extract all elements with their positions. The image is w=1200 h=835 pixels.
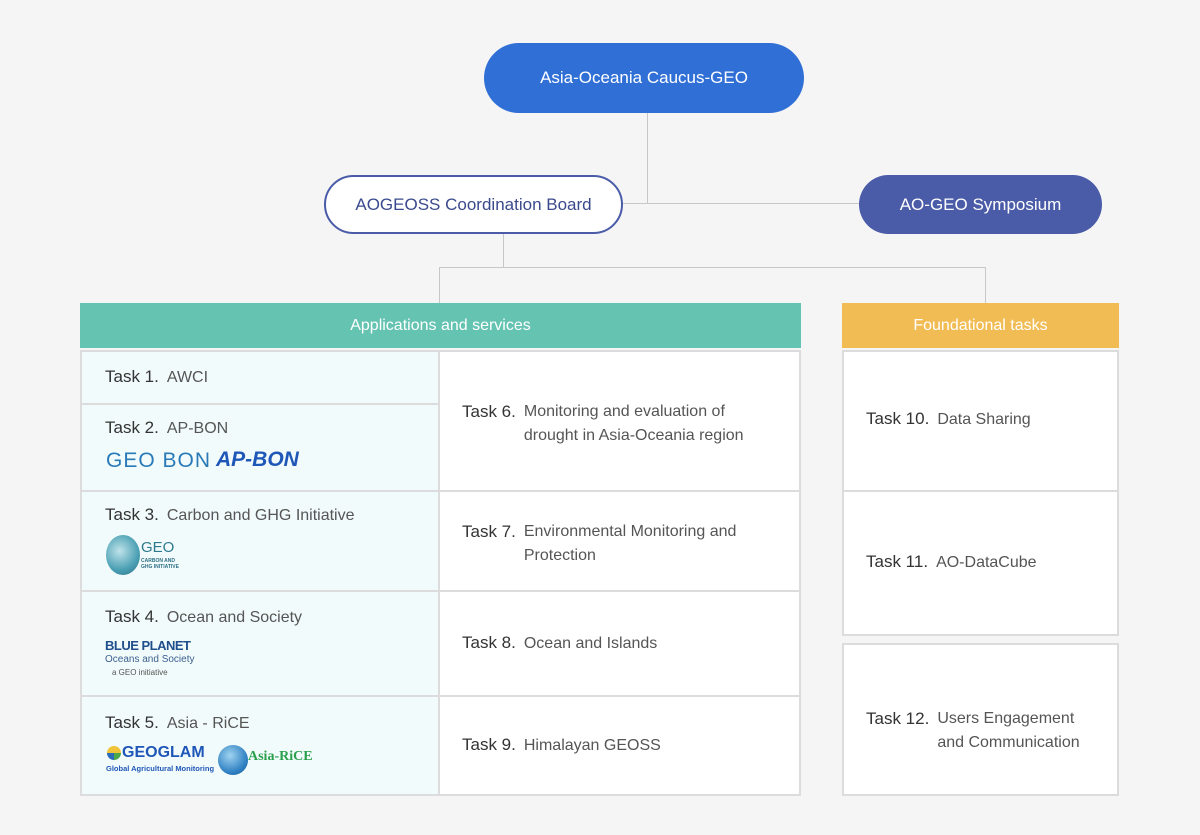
task-5-label: Task 5. Asia - RiCE — [105, 713, 250, 733]
applications-header: Applications and services — [80, 303, 801, 348]
blueplanet-sub: Oceans and Society — [105, 654, 195, 665]
geoglam-sub-text: Global Agricultural Monitoring — [106, 764, 215, 773]
task-4-label: Task 4. Ocean and Society — [105, 607, 302, 627]
task-9-cell — [438, 695, 801, 796]
asiarice-logo: Asia-RiCE — [248, 749, 313, 765]
task-7-number: Task 7. — [462, 522, 516, 541]
task-1-number: Task 1. — [105, 367, 159, 386]
task-10-label: Task 10. Data Sharing — [866, 409, 1031, 429]
geoglam-logo: GEOGLAM — [122, 744, 205, 762]
symposium-title: AO-GEO Symposium — [899, 194, 1062, 214]
task-8-name: Ocean and Islands — [523, 635, 658, 652]
connector-board-symposium — [622, 203, 860, 204]
apbon-logo: AP-BON — [216, 448, 299, 472]
connector-applications — [439, 267, 440, 303]
task-1-label: Task 1. AWCI — [105, 367, 208, 387]
task-8-label: Task 8. Ocean and Islands — [462, 633, 657, 653]
geoglam-logo-text: GEOGLAM — [122, 744, 205, 761]
task-9-number: Task 9. — [462, 735, 516, 754]
task-7-cell — [438, 490, 801, 592]
connector-foundational — [985, 267, 986, 303]
asiarice-globe-icon — [218, 745, 248, 775]
caucus-node: Asia-Oceania Caucus-GEO — [484, 43, 804, 113]
task-1-name: AWCI — [166, 369, 209, 386]
task-2-name: AP-BON — [166, 420, 229, 437]
blueplanet-sub-text: Oceans and Society — [105, 654, 195, 665]
task-9-name: Himalayan GEOSS — [523, 737, 661, 754]
connector-top-vertical — [647, 112, 648, 204]
coordination-board-node: AOGEOSS Coordination Board — [324, 175, 623, 234]
task-6-name: Monitoring and evaluation of drought in … — [523, 403, 744, 444]
task-3-number: Task 3. — [105, 505, 159, 524]
connector-branch-horizontal — [439, 267, 986, 268]
task-7-label: Task 7. Environmental Monitoring and Prot… — [462, 520, 782, 568]
task-6-label: Task 6. Monitoring and evaluation of drou… — [462, 400, 782, 448]
geo-carbon-globe-icon — [106, 535, 140, 575]
geoglam-swirl-icon — [107, 746, 121, 760]
task-12-cell — [842, 643, 1119, 796]
blueplanet-logo: BLUE PLANET — [105, 638, 191, 653]
task-2-cell — [80, 403, 440, 492]
blueplanet-logo-text: BLUE PLANET — [105, 638, 191, 653]
task-2-number: Task 2. — [105, 418, 159, 437]
task-4-name: Ocean and Society — [166, 609, 303, 626]
task-12-number: Task 12. — [866, 709, 930, 728]
geo-carbon-logo-text: GEO — [141, 539, 175, 556]
geoglam-sub: Global Agricultural Monitoring — [106, 764, 214, 773]
geo-carbon-sub-text: CARBON AND GHG INITIATIVE — [141, 558, 179, 570]
blueplanet-tag: a GEO initiative — [112, 668, 168, 677]
task-10-cell — [842, 350, 1119, 492]
connector-board-down — [503, 233, 504, 267]
task-3-name: Carbon and GHG Initiative — [166, 507, 355, 524]
task-6-cell — [438, 350, 801, 492]
geobon-logo: GEO BON — [106, 449, 211, 473]
task-8-number: Task 8. — [462, 633, 516, 652]
task-7-name: Environmental Monitoring and Protection — [523, 523, 737, 564]
task-5-number: Task 5. — [105, 713, 159, 732]
asiarice-logo-text: Asia-RiCE — [248, 749, 313, 764]
task-8-cell — [438, 590, 801, 697]
coordination-board-title: AOGEOSS Coordination Board — [355, 194, 592, 214]
task-9-label: Task 9. Himalayan GEOSS — [462, 735, 661, 755]
geobon-logo-text: GEO BON — [106, 449, 212, 472]
task-5-name: Asia - RiCE — [166, 715, 250, 732]
task-2-label: Task 2. AP-BON — [105, 418, 228, 438]
task-6-number: Task 6. — [462, 402, 516, 421]
task-10-name: Data Sharing — [937, 411, 1031, 428]
task-4-cell — [80, 590, 440, 697]
applications-header-label: Applications and services — [350, 316, 531, 334]
geo-carbon-sub: CARBON AND GHG INITIATIVE — [141, 558, 185, 570]
task-10-number: Task 10. — [866, 409, 930, 428]
task-3-label: Task 3. Carbon and GHG Initiative — [105, 505, 355, 525]
symposium-node: AO-GEO Symposium — [859, 175, 1102, 234]
task-12-label: Task 12. Users Engagement and Communicati… — [866, 707, 1106, 755]
foundational-header: Foundational tasks — [842, 303, 1119, 348]
task-11-label: Task 11. AO-DataCube — [866, 552, 1037, 572]
apbon-logo-text: AP-BON — [216, 448, 299, 471]
task-11-number: Task 11. — [866, 552, 929, 571]
task-12-name: Users Engagement and Communication — [937, 710, 1080, 751]
task-5-cell — [80, 695, 440, 796]
foundational-header-label: Foundational tasks — [913, 316, 1048, 334]
geo-carbon-logo: GEO — [141, 539, 174, 556]
task-11-cell — [842, 490, 1119, 636]
caucus-title: Asia-Oceania Caucus-GEO — [540, 68, 748, 87]
task-4-number: Task 4. — [105, 607, 159, 626]
blueplanet-tag-text: a GEO initiative — [112, 668, 168, 677]
task-11-name: AO-DataCube — [936, 554, 1037, 571]
